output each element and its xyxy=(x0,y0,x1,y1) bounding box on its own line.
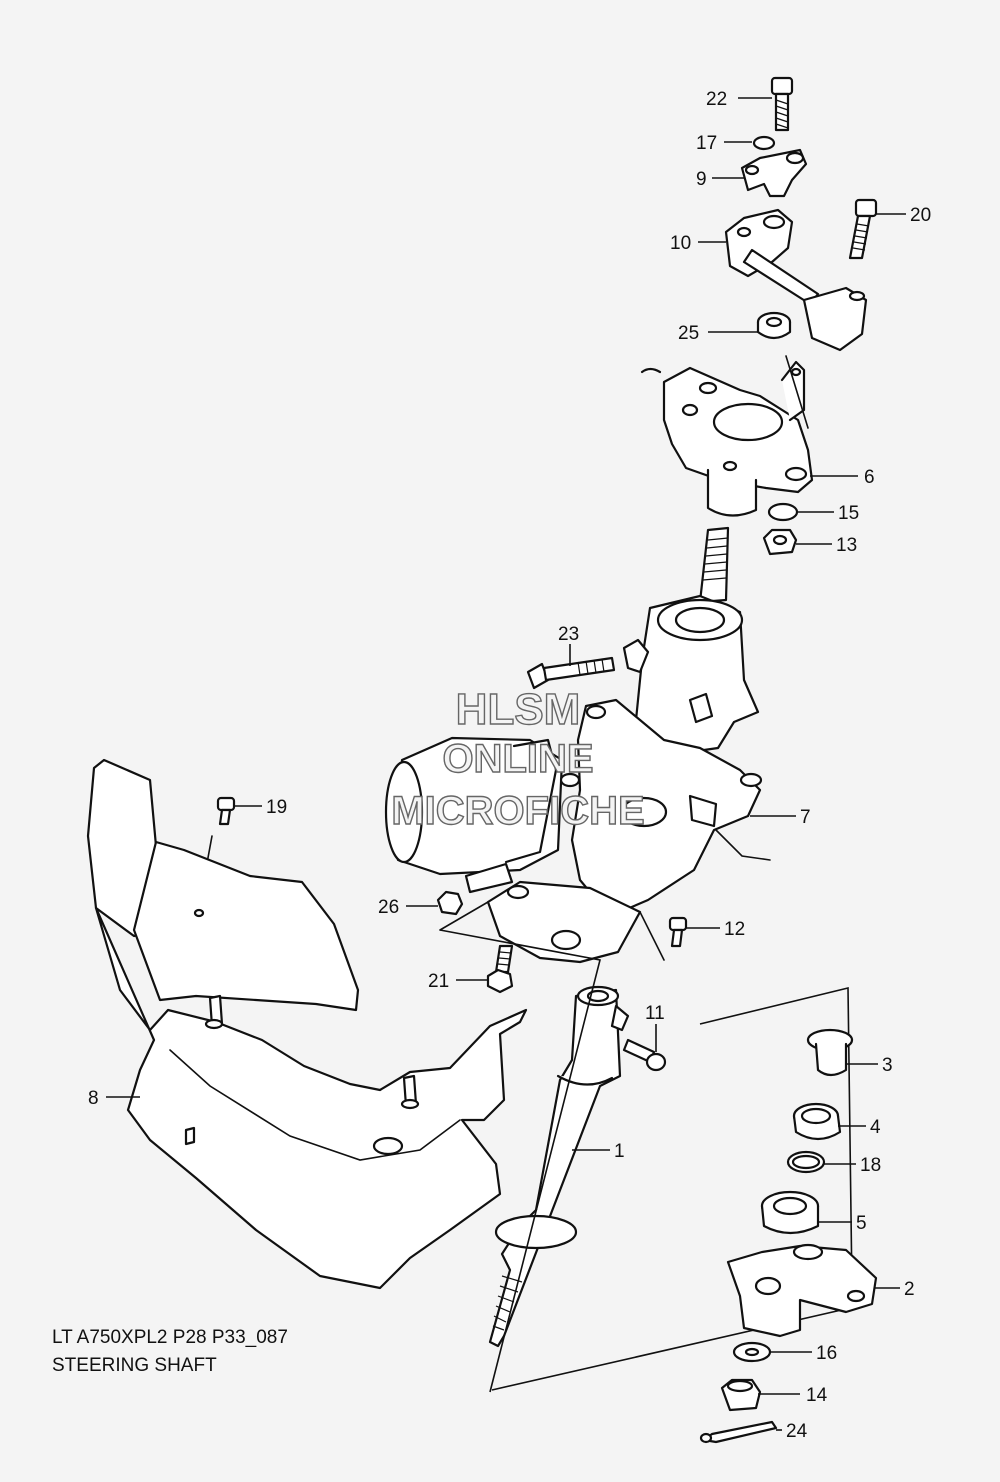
handlebar-holder-10 xyxy=(724,208,868,352)
guide-lines-plate xyxy=(439,901,665,961)
watermark: HLSM ONLINE MICROFICHE xyxy=(391,684,646,833)
callout-8: 8 xyxy=(88,1088,99,1109)
caption-part-code: LT A750XPL2 P28 P33_087 xyxy=(52,1327,288,1348)
bolt-23 xyxy=(526,656,616,690)
callout-23: 23 xyxy=(558,624,579,645)
knuckle-arm-2 xyxy=(726,1243,878,1338)
bolt-20 xyxy=(848,198,878,260)
bushing-25 xyxy=(756,311,792,340)
bolt-21 xyxy=(486,944,514,994)
watermark-line-1: HLSM xyxy=(456,685,581,734)
steering-shaft-1 xyxy=(488,985,630,1348)
cotter-pin-24 xyxy=(699,1420,778,1444)
guide-line-6 xyxy=(785,355,809,429)
nut-14 xyxy=(720,1378,762,1412)
bushing-3 xyxy=(806,1028,854,1077)
nut-26 xyxy=(436,890,464,916)
callout-6: 6 xyxy=(864,467,875,488)
washer-16-hole xyxy=(744,1347,760,1357)
callout-25: 25 xyxy=(678,323,699,344)
leader-lines xyxy=(106,97,906,1431)
steering-bracket-6 xyxy=(640,360,814,517)
callout-4: 4 xyxy=(870,1117,881,1138)
callout-12: 12 xyxy=(724,919,745,940)
callout-labels: 22 17 9 10 20 25 6 15 13 23 7 19 26 12 2… xyxy=(88,89,931,1442)
callout-16: 16 xyxy=(816,1343,837,1364)
callout-19: 19 xyxy=(266,797,287,818)
protector-cover-8 xyxy=(86,758,528,1290)
callout-5: 5 xyxy=(856,1213,867,1234)
nut-13 xyxy=(762,528,798,556)
callout-20: 20 xyxy=(910,205,931,226)
callout-7: 7 xyxy=(800,807,811,828)
callout-15: 15 xyxy=(838,503,859,524)
bolt-11 xyxy=(622,1038,667,1072)
watermark-line-3: MICROFICHE xyxy=(391,789,644,833)
callout-24: 24 xyxy=(786,1421,808,1442)
oil-seal-5 xyxy=(760,1190,820,1235)
callout-26: 26 xyxy=(378,897,399,918)
callout-11: 11 xyxy=(645,1003,665,1024)
caption-title: STEERING SHAFT xyxy=(52,1355,217,1376)
callout-2: 2 xyxy=(904,1279,915,1300)
guide-frame-right xyxy=(699,986,853,1291)
watermark-line-2: ONLINE xyxy=(442,737,593,781)
callout-9: 9 xyxy=(696,169,707,190)
callout-3: 3 xyxy=(882,1055,893,1076)
callout-1: 1 xyxy=(614,1141,625,1162)
bolt-22 xyxy=(770,76,794,132)
electric-motor xyxy=(384,736,581,876)
mounting-plate xyxy=(464,862,642,964)
callout-17: 17 xyxy=(696,133,717,154)
power-steering-unit-7 xyxy=(570,594,771,914)
callout-22: 22 xyxy=(706,89,727,110)
clamp-9 xyxy=(740,148,808,198)
washer-15 xyxy=(767,502,799,522)
callout-21: 21 xyxy=(428,971,449,992)
shaft-spline-top xyxy=(698,526,730,604)
bolt-19 xyxy=(216,796,236,826)
washer-17 xyxy=(752,135,776,151)
bolt-12 xyxy=(668,916,688,948)
callout-14: 14 xyxy=(806,1385,828,1406)
oil-seal-4 xyxy=(792,1102,842,1141)
callout-13: 13 xyxy=(836,535,857,556)
callout-10: 10 xyxy=(670,233,691,254)
callout-18: 18 xyxy=(860,1155,881,1176)
o-ring-18-inner xyxy=(791,1154,821,1170)
